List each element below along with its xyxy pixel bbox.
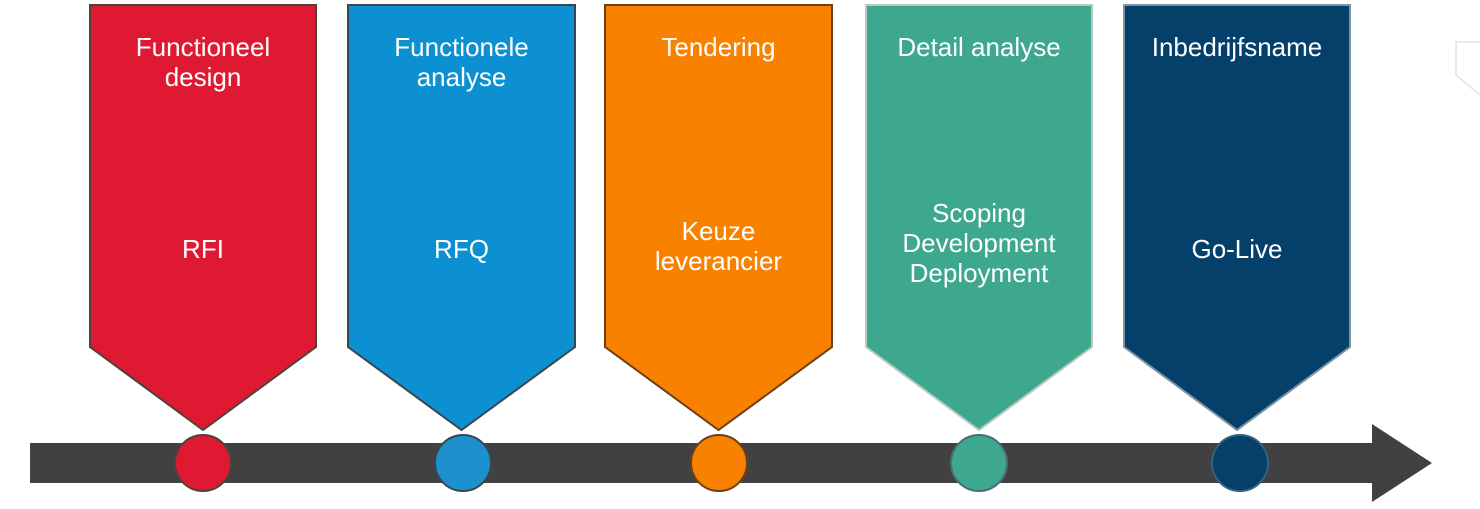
phase-banner-functioneel-design[interactable] (89, 4, 317, 432)
phase-banner-functionele-analyse[interactable] (347, 4, 576, 432)
partial-banner-outline-icon (1455, 41, 1480, 97)
phase-marker-tendering[interactable] (690, 434, 748, 492)
phase-marker-detail-analyse[interactable] (950, 434, 1008, 492)
phase-markers-group (174, 434, 1269, 492)
phase-marker-inbedrijfsname[interactable] (1211, 434, 1269, 492)
phase-banners-group (89, 4, 1351, 432)
phase-marker-functioneel-design[interactable] (174, 434, 232, 492)
phase-marker-functionele-analyse[interactable] (434, 434, 492, 492)
phase-banner-inbedrijfsname[interactable] (1123, 4, 1351, 432)
phase-banner-detail-analyse[interactable] (865, 4, 1093, 432)
phase-banner-tendering[interactable] (604, 4, 833, 432)
